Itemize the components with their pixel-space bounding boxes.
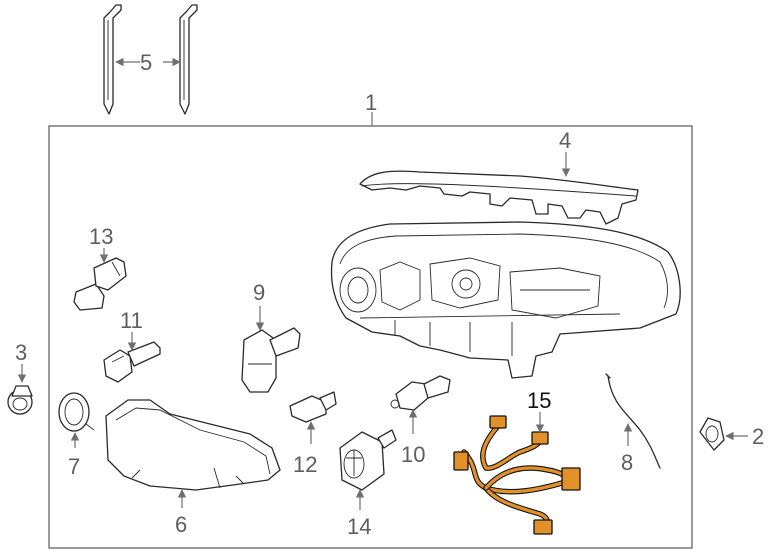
callout-15-label[interactable]: 15 bbox=[527, 388, 551, 413]
part-3-clip[interactable] bbox=[7, 385, 33, 415]
callout-13-label[interactable]: 13 bbox=[89, 224, 113, 249]
callout-10-label[interactable]: 10 bbox=[401, 442, 425, 467]
callout-5-label[interactable]: 5 bbox=[140, 50, 152, 75]
part-13-bulb-socket[interactable] bbox=[73, 257, 127, 311]
part-6-rear-cover[interactable] bbox=[105, 399, 281, 491]
part-12-socket[interactable] bbox=[289, 391, 337, 423]
part-2-clip[interactable] bbox=[699, 417, 725, 451]
callout-8-label[interactable]: 8 bbox=[621, 450, 633, 475]
part-11-bulb[interactable] bbox=[103, 341, 161, 383]
headlamp-housing[interactable] bbox=[330, 221, 681, 379]
callout-4-label[interactable]: 4 bbox=[559, 128, 571, 153]
assembly-frame bbox=[48, 125, 693, 549]
part-7-seal-ring[interactable] bbox=[58, 392, 95, 432]
part-5-adjuster-rods[interactable] bbox=[103, 4, 198, 115]
callout-12-label[interactable]: 12 bbox=[293, 452, 317, 477]
part-14-bulb-cap[interactable] bbox=[339, 429, 397, 491]
callout-9-label[interactable]: 9 bbox=[253, 280, 265, 305]
callout-6-label[interactable]: 6 bbox=[175, 512, 187, 537]
part-9-bulb-holder[interactable] bbox=[241, 327, 301, 393]
callout-2-label[interactable]: 2 bbox=[752, 424, 764, 449]
part-15-wiring-harness[interactable] bbox=[453, 415, 581, 535]
part-8-adjuster-wire[interactable] bbox=[605, 373, 661, 469]
callout-1-label[interactable]: 1 bbox=[365, 90, 377, 115]
callout-7-label[interactable]: 7 bbox=[68, 454, 80, 479]
part-10-headlamp-bulb[interactable] bbox=[390, 375, 451, 411]
callout-3-label[interactable]: 3 bbox=[15, 340, 27, 365]
part-4-trim-strip[interactable] bbox=[359, 170, 639, 225]
callout-14-label[interactable]: 14 bbox=[347, 514, 371, 539]
callout-11-label[interactable]: 11 bbox=[120, 308, 143, 333]
